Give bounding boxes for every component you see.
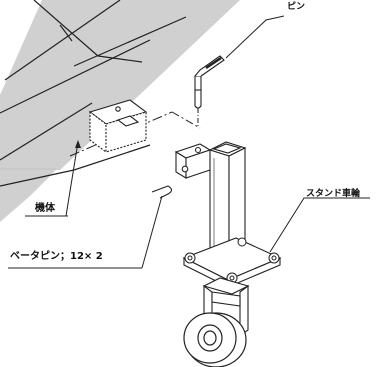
beta-pin-part bbox=[151, 185, 173, 199]
machine-body-label: 機体 bbox=[35, 203, 55, 214]
caster-wheel bbox=[183, 312, 247, 367]
beta-pin-label: ベータピン；12× 2 bbox=[10, 251, 103, 262]
pin-label: ピン bbox=[287, 2, 306, 12]
plate-bolts bbox=[184, 237, 280, 284]
center-line-lower bbox=[171, 111, 201, 129]
machine-body-arrowhead bbox=[75, 140, 81, 148]
machine-frame bbox=[0, 0, 187, 187]
machine-socket bbox=[88, 99, 148, 154]
pin-leader bbox=[225, 15, 285, 59]
machine-body-leader bbox=[65, 141, 79, 217]
stand-wheel-leader bbox=[269, 197, 370, 253]
pin-part bbox=[194, 55, 225, 109]
caster-fork bbox=[202, 277, 250, 340]
stand-bracket bbox=[174, 143, 212, 179]
beta-pin-leader bbox=[141, 195, 163, 269]
watermark-band-lower bbox=[0, 168, 58, 222]
watermark-band-top bbox=[0, 0, 240, 170]
stand-wheel-label: スタンド車輪 bbox=[306, 189, 361, 199]
